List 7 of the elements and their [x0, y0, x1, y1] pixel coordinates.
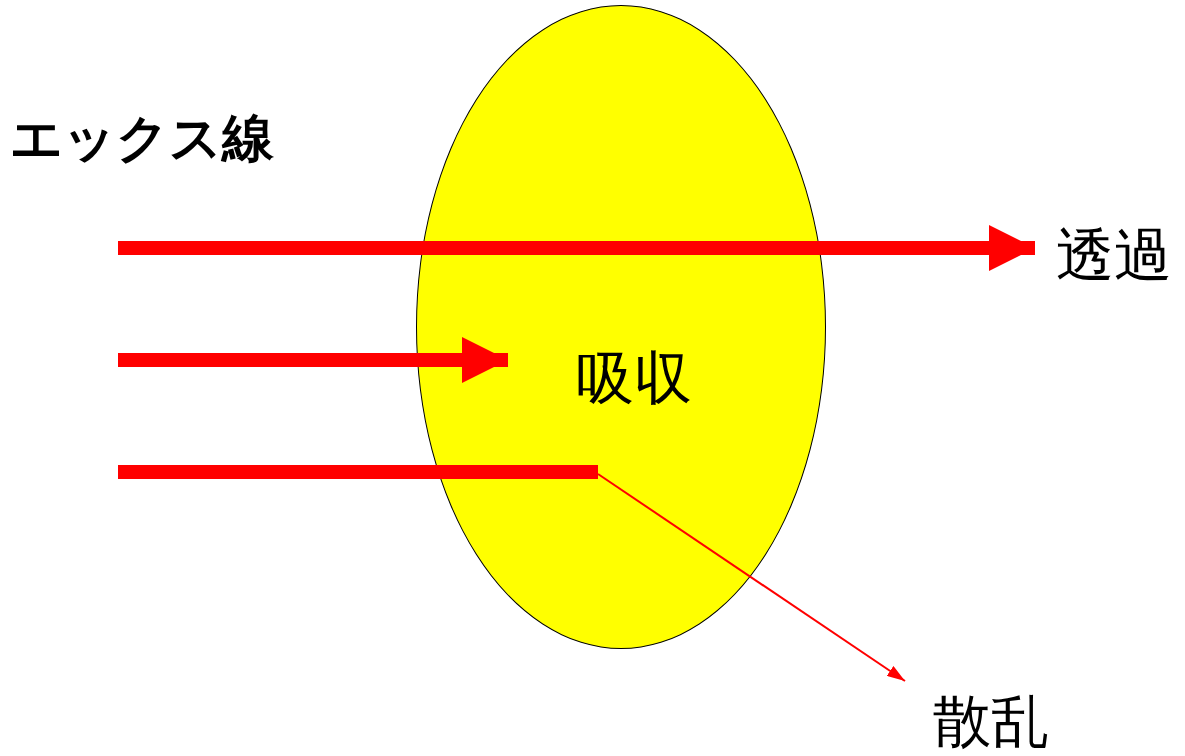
x-ray-label: エックス線 [10, 112, 274, 164]
arrow [118, 337, 508, 383]
arrow [118, 225, 1035, 271]
arrow [597, 473, 906, 682]
transmission-label: 透過 [1056, 226, 1172, 284]
scatter-label: 散乱 [933, 692, 1049, 750]
absorption-label: 吸収 [576, 349, 692, 407]
